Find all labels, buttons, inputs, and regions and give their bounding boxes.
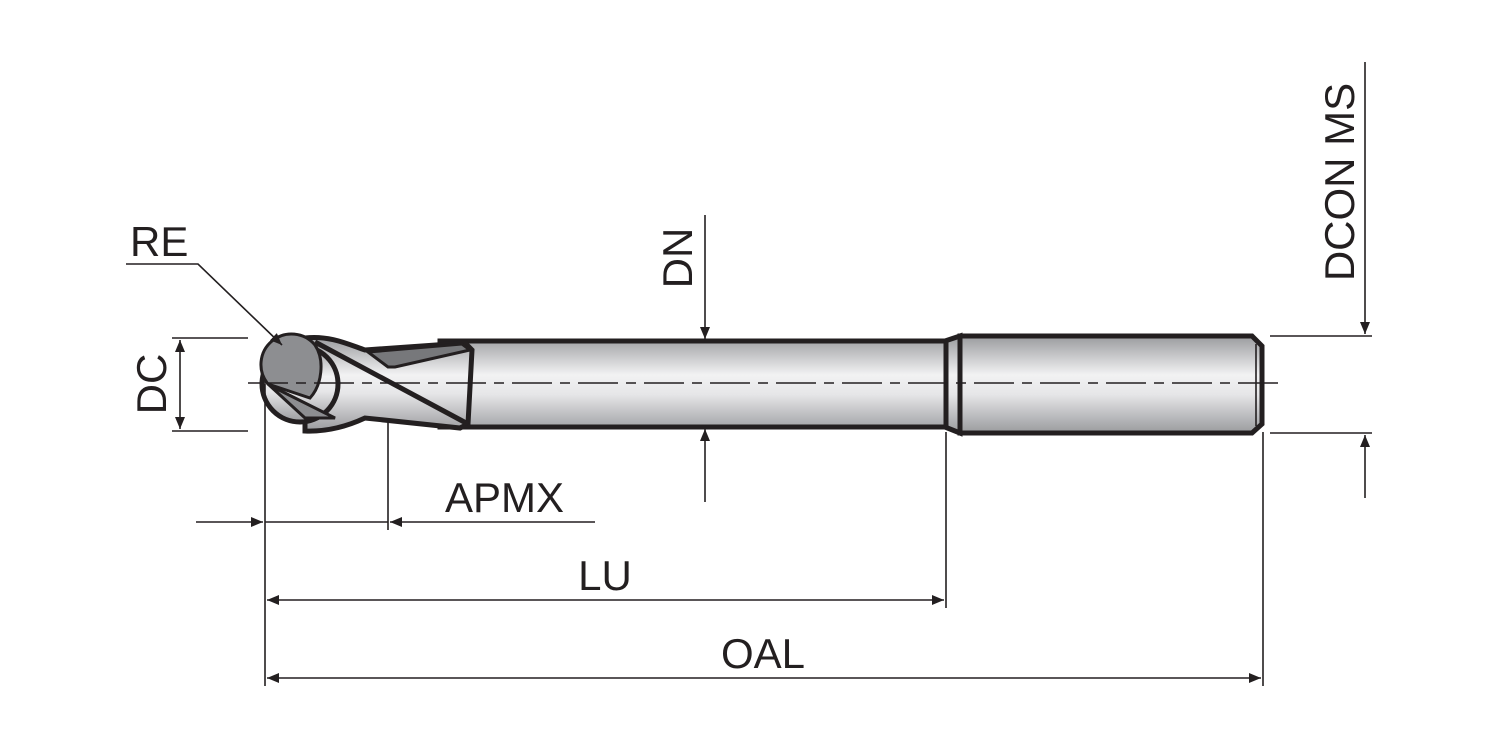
shank bbox=[957, 333, 1265, 436]
lu-dimension: LU bbox=[267, 552, 944, 605]
dc-dimension: DC bbox=[128, 337, 248, 432]
dn-dimension: DN bbox=[654, 215, 710, 502]
oal-dimension: OAL bbox=[267, 630, 1261, 683]
label-apmx: APMX bbox=[445, 474, 564, 521]
neck bbox=[437, 332, 963, 437]
re-dimension: RE bbox=[126, 218, 283, 346]
label-re: RE bbox=[130, 218, 188, 265]
label-dn: DN bbox=[654, 228, 701, 289]
dcon-ms-dimension: DCON MS bbox=[1270, 62, 1372, 498]
label-lu: LU bbox=[578, 552, 632, 599]
label-dcon-ms: DCON MS bbox=[1316, 83, 1363, 281]
flute-upper bbox=[363, 342, 474, 369]
label-dc: DC bbox=[128, 354, 175, 415]
label-oal: OAL bbox=[721, 630, 805, 677]
apmx-dimension: APMX bbox=[196, 474, 595, 527]
